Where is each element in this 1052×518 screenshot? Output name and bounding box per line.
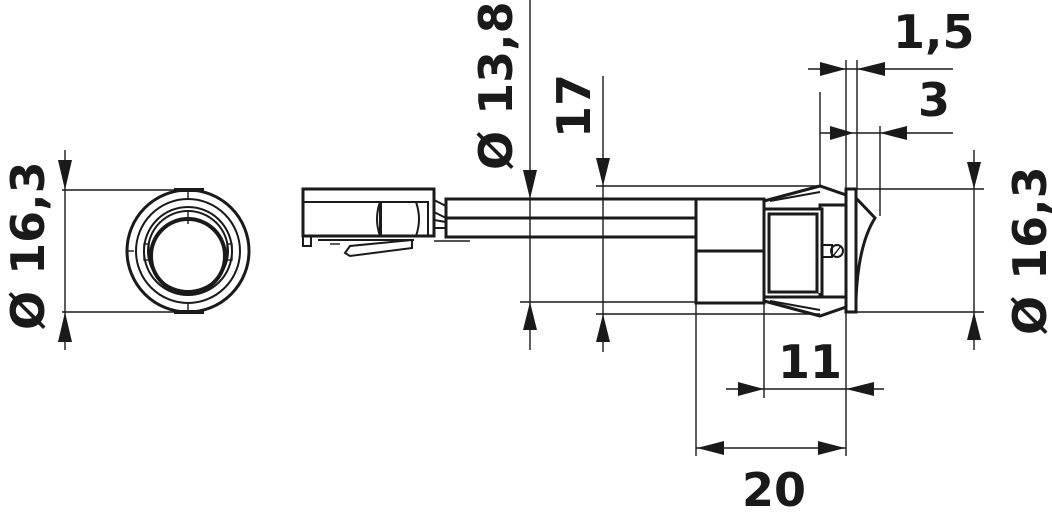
front-diameter-label: Ø 16,3 bbox=[1, 161, 55, 330]
connector-plug bbox=[301, 187, 436, 258]
front-view: Ø 16,3 bbox=[1, 150, 251, 350]
side-view: Ø 13,8 17 1,5 3 bbox=[301, 0, 1052, 517]
front-bottom-tab bbox=[174, 310, 204, 314]
total-depth-label: 20 bbox=[742, 463, 806, 517]
front-top-tab bbox=[174, 188, 204, 192]
dim-total-depth: 20 bbox=[695, 303, 846, 517]
dim-bezel-diameter: Ø 16,3 bbox=[856, 150, 1052, 350]
dim-rocker-protrusion: 3 bbox=[819, 73, 953, 216]
mounting-height-label: 17 bbox=[547, 74, 601, 138]
dim-body-depth: 11 bbox=[726, 303, 884, 456]
dim-bezel-thickness: 1,5 bbox=[808, 5, 975, 190]
rocker-protrusion-label: 3 bbox=[918, 73, 950, 127]
body-depth-label: 11 bbox=[778, 335, 842, 389]
bezel-diameter-label: Ø 16,3 bbox=[1003, 166, 1052, 335]
bezel-thickness-label: 1,5 bbox=[893, 5, 975, 59]
wires bbox=[433, 199, 470, 242]
front-actuator bbox=[149, 217, 227, 295]
cable bbox=[444, 197, 698, 239]
switch-housing bbox=[694, 184, 877, 318]
dim-cable-diameter: Ø 13,8 bbox=[469, 0, 696, 350]
cable-diameter-label: Ø 13,8 bbox=[469, 1, 523, 170]
dim-mounting-height: 17 bbox=[547, 74, 820, 352]
